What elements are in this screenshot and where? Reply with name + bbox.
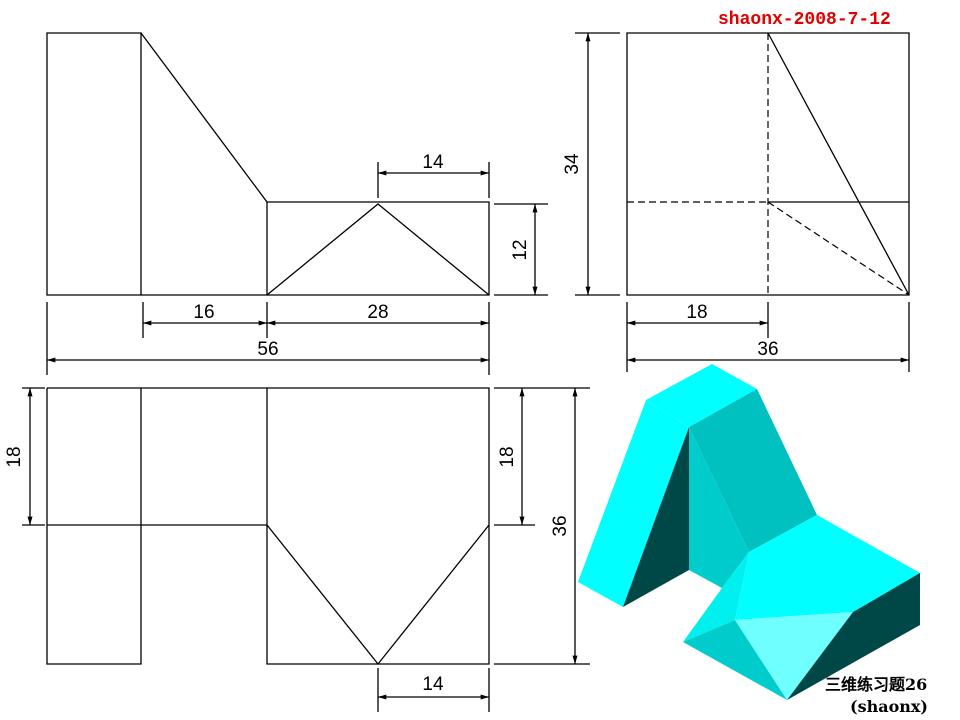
dim-side-18: 18 (686, 302, 707, 323)
caption-author: (shaonx) (850, 697, 928, 716)
dim-side-34: 34 (562, 153, 583, 175)
dim-top-36: 36 (550, 515, 571, 536)
dim-front-14: 14 (422, 152, 444, 173)
drawing-title: shaonx-2008-7-12 (718, 10, 891, 30)
side-view: 34 18 36 (562, 32, 910, 372)
dim-front-16: 16 (193, 302, 214, 323)
dim-front-56: 56 (257, 339, 278, 360)
dim-top-18-left: 18 (4, 446, 25, 467)
caption-title: 三维练习题26 (825, 675, 927, 694)
front-view: 14 12 16 28 56 (46, 32, 548, 375)
isometric-model (578, 364, 920, 700)
dim-side-36: 36 (757, 339, 778, 360)
top-view: 18 18 36 14 (4, 387, 590, 712)
dim-front-28: 28 (367, 302, 388, 323)
dim-front-12: 12 (510, 239, 531, 260)
dim-top-14: 14 (422, 674, 444, 695)
dim-top-18-right: 18 (497, 446, 518, 467)
